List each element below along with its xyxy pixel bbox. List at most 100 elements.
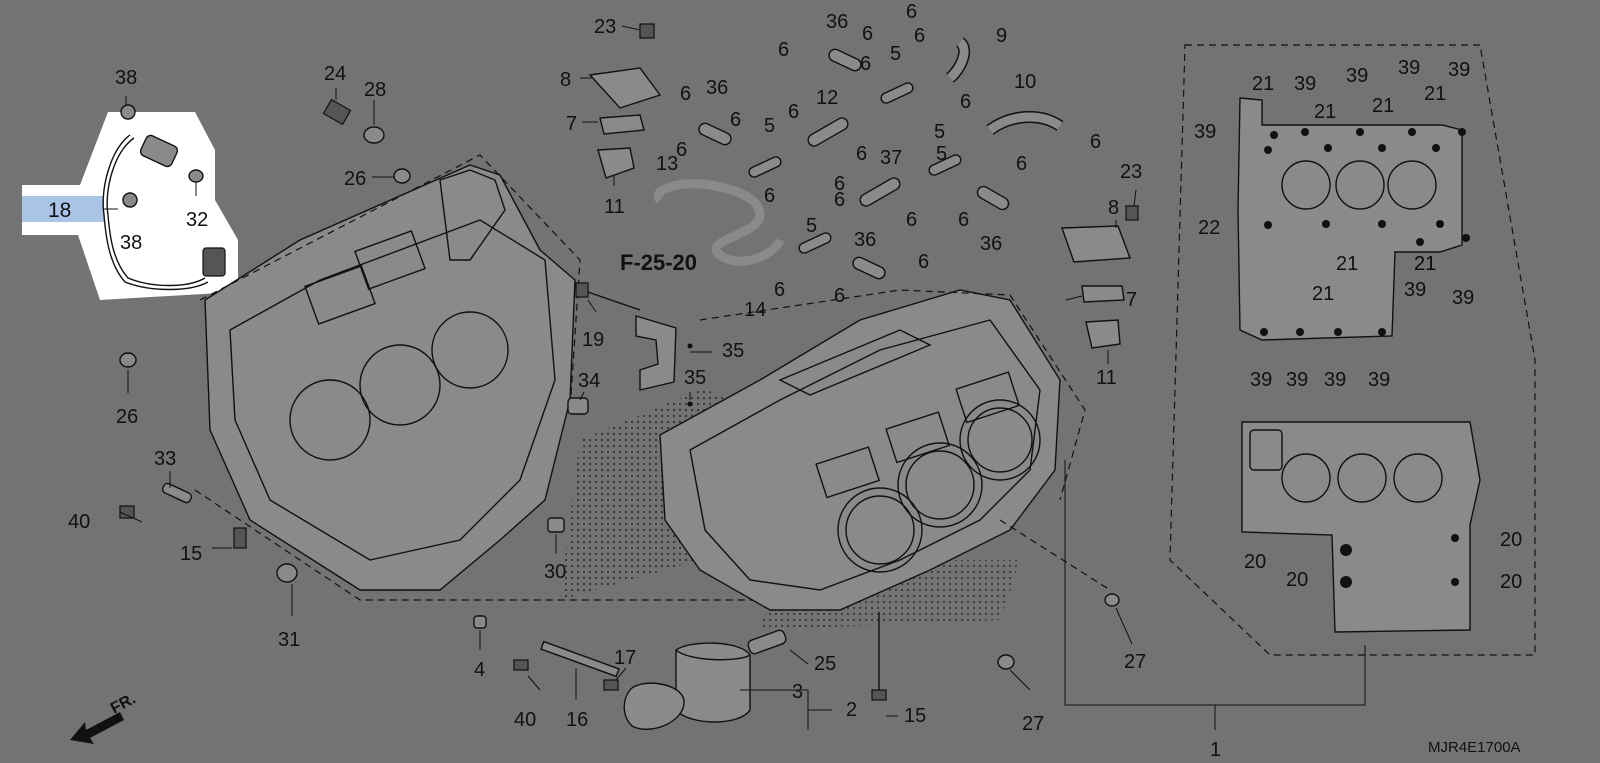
callout-6[interactable]: 6 <box>914 25 925 47</box>
callout-28[interactable]: 28 <box>364 79 386 101</box>
callout-27[interactable]: 27 <box>1022 713 1044 735</box>
callout-4[interactable]: 4 <box>474 659 485 681</box>
callout-17[interactable]: 17 <box>614 647 636 669</box>
callout-36[interactable]: 36 <box>706 77 728 99</box>
callout-5[interactable]: 5 <box>806 215 817 237</box>
callout-32[interactable]: 32 <box>186 209 208 231</box>
callout-2[interactable]: 2 <box>846 699 857 721</box>
callout-21[interactable]: 21 <box>1336 253 1358 275</box>
callout-7[interactable]: 7 <box>1126 289 1137 311</box>
callout-6[interactable]: 6 <box>958 209 969 231</box>
callout-27[interactable]: 27 <box>1124 651 1146 673</box>
callout-34[interactable]: 34 <box>578 370 600 392</box>
callout-12[interactable]: 12 <box>816 87 838 109</box>
reference-label[interactable]: F-25-20 <box>620 250 697 275</box>
callout-6[interactable]: 6 <box>834 285 845 307</box>
callout-11[interactable]: 11 <box>604 196 625 218</box>
callout-7[interactable]: 7 <box>566 113 577 135</box>
callout-26[interactable]: 26 <box>116 406 138 428</box>
callout-6[interactable]: 6 <box>856 143 867 165</box>
callout-36[interactable]: 36 <box>980 233 1002 255</box>
callout-26[interactable]: 26 <box>344 168 366 190</box>
callout-5[interactable]: 5 <box>934 121 945 143</box>
callout-36[interactable]: 36 <box>826 11 848 33</box>
callout-6[interactable]: 6 <box>730 109 741 131</box>
callout-15[interactable]: 15 <box>904 705 926 727</box>
callout-37[interactable]: 37 <box>880 147 902 169</box>
callout-6[interactable]: 6 <box>676 139 687 161</box>
callout-39[interactable]: 39 <box>1368 369 1390 391</box>
callout-35[interactable]: 35 <box>722 340 744 362</box>
callout-23[interactable]: 23 <box>594 16 616 38</box>
callout-31[interactable]: 31 <box>278 629 300 651</box>
callout-8[interactable]: 8 <box>560 69 571 91</box>
callout-40[interactable]: 40 <box>514 709 536 731</box>
callout-38[interactable]: 38 <box>115 67 137 89</box>
callout-11[interactable]: 11 <box>1096 367 1117 389</box>
callout-36[interactable]: 36 <box>854 229 876 251</box>
callout-1[interactable]: 1 <box>1210 739 1221 761</box>
callout-30[interactable]: 30 <box>544 561 566 583</box>
callout-9[interactable]: 9 <box>996 25 1007 47</box>
bearing-cap <box>567 282 693 415</box>
callout-6[interactable]: 6 <box>1090 131 1101 153</box>
callout-21[interactable]: 21 <box>1312 283 1334 305</box>
callout-6[interactable]: 6 <box>1016 153 1027 175</box>
callout-20[interactable]: 20 <box>1244 551 1266 573</box>
callout-15[interactable]: 15 <box>180 543 202 565</box>
callout-19[interactable]: 19 <box>582 329 604 351</box>
callout-5[interactable]: 5 <box>936 143 947 165</box>
callout-20[interactable]: 20 <box>1500 529 1522 551</box>
callout-21[interactable]: 21 <box>1372 95 1394 117</box>
callout-13[interactable]: 13 <box>656 153 678 175</box>
callout-6[interactable]: 6 <box>860 53 871 75</box>
callout-6[interactable]: 6 <box>862 23 873 45</box>
callout-21[interactable]: 21 <box>1414 253 1436 275</box>
callout-14[interactable]: 14 <box>744 299 766 321</box>
callout-39[interactable]: 39 <box>1448 59 1470 81</box>
callout-24[interactable]: 24 <box>324 63 346 85</box>
callout-6[interactable]: 6 <box>918 251 929 273</box>
callout-40[interactable]: 40 <box>68 511 90 533</box>
callout-6[interactable]: 6 <box>788 101 799 123</box>
callout-16[interactable]: 16 <box>566 709 588 731</box>
leader-lines <box>104 25 1137 730</box>
callout-22[interactable]: 22 <box>1198 217 1220 239</box>
callout-6[interactable]: 6 <box>834 189 845 211</box>
callout-6[interactable]: 6 <box>680 83 691 105</box>
callout-39[interactable]: 39 <box>1194 121 1216 143</box>
callout-8[interactable]: 8 <box>1108 197 1119 219</box>
callout-39[interactable]: 39 <box>1250 369 1272 391</box>
callout-5[interactable]: 5 <box>890 43 901 65</box>
callout-3[interactable]: 3 <box>792 681 803 703</box>
callout-21[interactable]: 21 <box>1414 253 1436 275</box>
callout-39[interactable]: 39 <box>1286 369 1308 391</box>
callout-38[interactable]: 38 <box>120 232 142 254</box>
callout-5[interactable]: 5 <box>764 115 775 137</box>
callout-23[interactable]: 23 <box>1120 161 1142 183</box>
callout-6[interactable]: 6 <box>906 209 917 231</box>
callout-6[interactable]: 6 <box>906 1 917 23</box>
callout-21[interactable]: 21 <box>1252 73 1274 95</box>
callout-25[interactable]: 25 <box>814 653 836 675</box>
highlight-label-bg <box>22 196 104 222</box>
callout-21[interactable]: 21 <box>1424 83 1446 105</box>
callout-6[interactable]: 6 <box>834 173 845 195</box>
callout-6[interactable]: 6 <box>774 279 785 301</box>
callout-39[interactable]: 39 <box>1398 57 1420 79</box>
callout-20[interactable]: 20 <box>1500 571 1522 593</box>
callout-6[interactable]: 6 <box>960 91 971 113</box>
callout-39[interactable]: 39 <box>1452 287 1474 309</box>
callout-20[interactable]: 20 <box>1286 569 1308 591</box>
callout-10[interactable]: 10 <box>1014 71 1036 93</box>
callout-39[interactable]: 39 <box>1294 73 1316 95</box>
callout-39[interactable]: 39 <box>1324 369 1346 391</box>
callout-35[interactable]: 35 <box>684 367 706 389</box>
callout-39[interactable]: 39 <box>1404 279 1426 301</box>
callout-18[interactable]: 18 <box>48 199 71 222</box>
callout-39[interactable]: 39 <box>1346 65 1368 87</box>
callout-6[interactable]: 6 <box>778 39 789 61</box>
callout-6[interactable]: 6 <box>764 185 775 207</box>
callout-21[interactable]: 21 <box>1314 101 1336 123</box>
callout-33[interactable]: 33 <box>154 448 176 470</box>
